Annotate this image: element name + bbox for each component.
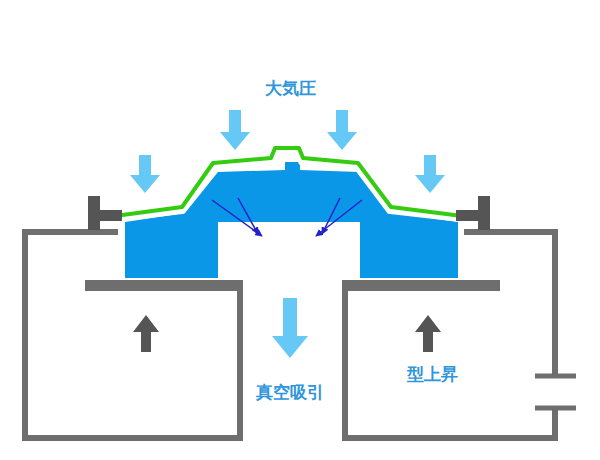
clamp (88, 196, 490, 230)
platform (85, 280, 500, 291)
valve-symbol (535, 376, 576, 408)
label-text: 真空吸引 (256, 382, 324, 402)
pressure-arrow (130, 110, 445, 193)
plastic-sheet (100, 148, 478, 218)
label-text: 型上昇 (407, 364, 458, 384)
label-text: 大気圧 (265, 78, 316, 98)
mold (125, 162, 458, 278)
suction-arrow (212, 198, 362, 236)
rise-arrow (133, 315, 441, 352)
vacuum-arrow (272, 298, 308, 358)
chamber-frame (25, 232, 555, 438)
